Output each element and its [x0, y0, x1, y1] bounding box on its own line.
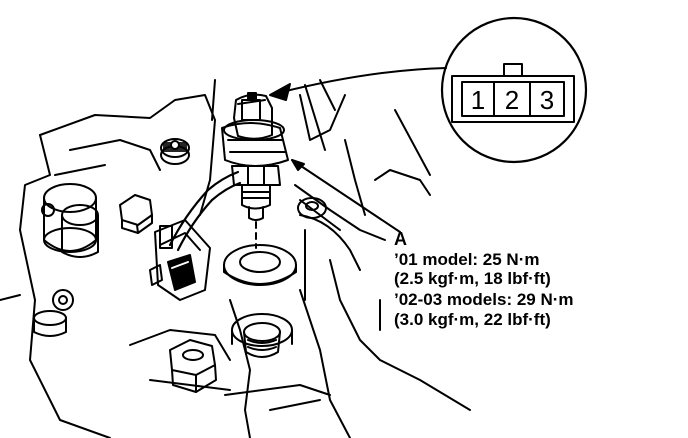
- threaded-port: [231, 313, 293, 358]
- sealing-washer: [223, 244, 297, 286]
- cylinder-left: [43, 183, 99, 258]
- inset-arrow: [269, 67, 447, 101]
- callout-letter: A: [394, 229, 407, 249]
- harness-connector: [149, 219, 211, 301]
- bolt-hole-right: [297, 197, 327, 219]
- hex-bolt-lower: [169, 339, 217, 393]
- callout-leader: [291, 159, 401, 233]
- pin-3-label: 3: [540, 85, 554, 115]
- hex-bolt-left: [119, 194, 153, 234]
- spec-line-0203-conversion: (3.0 kgf·m, 22 lbf·ft): [394, 310, 551, 329]
- spec-line-0203-torque: ’02-03 models: 29 N·m: [394, 290, 574, 309]
- bolt-boss-top: [160, 138, 190, 165]
- pin-2-label: 2: [505, 85, 519, 115]
- small-bosses: [33, 203, 74, 337]
- pin-1-label: 1: [471, 85, 485, 115]
- temperature-sensor: [221, 92, 289, 221]
- spec-line-01-conversion: (2.5 kgf·m, 18 lbf·ft): [394, 269, 551, 288]
- wire-harness: [168, 170, 242, 252]
- spec-line-01-torque: ’01 model: 25 N·m: [394, 250, 540, 269]
- connector-inset: 1 2 3: [440, 16, 588, 164]
